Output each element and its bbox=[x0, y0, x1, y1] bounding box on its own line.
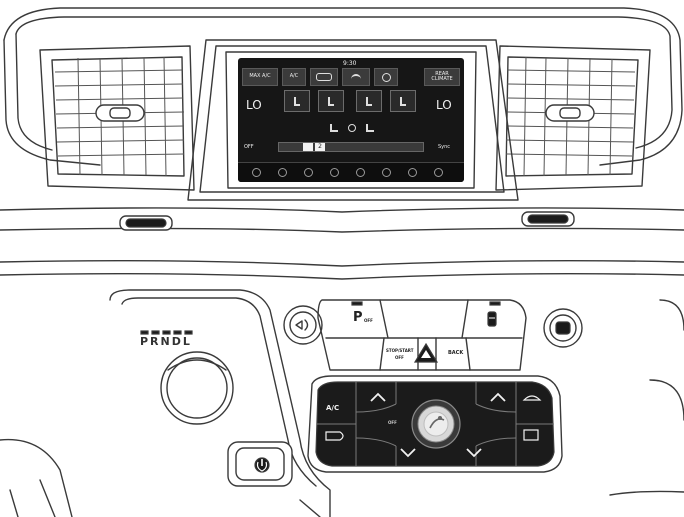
fan-speed-bar[interactable]: 2 bbox=[278, 142, 424, 152]
left-dash-switch[interactable] bbox=[119, 215, 173, 231]
airflow-mode-panel[interactable] bbox=[284, 90, 310, 112]
right-air-vent[interactable] bbox=[495, 45, 651, 191]
climate-control-panel bbox=[307, 375, 563, 473]
left-air-vent[interactable] bbox=[39, 45, 195, 191]
seat-heat-icon[interactable] bbox=[330, 124, 338, 132]
bottom-dock bbox=[238, 162, 464, 182]
media-icon[interactable] bbox=[278, 168, 287, 177]
ac-button[interactable]: A/C bbox=[326, 404, 340, 412]
climate-off-button[interactable]: OFF bbox=[244, 144, 254, 150]
engine-start-button[interactable] bbox=[227, 441, 293, 487]
recirculation-icon bbox=[316, 73, 332, 81]
ac-button[interactable]: A/C bbox=[282, 68, 306, 86]
esc-off-button[interactable] bbox=[487, 311, 497, 327]
seat-icon bbox=[400, 97, 406, 106]
settings-icon[interactable] bbox=[434, 168, 443, 177]
climate-off-label[interactable]: OFF bbox=[388, 420, 397, 425]
hazard-button[interactable] bbox=[413, 342, 439, 363]
volume-knob[interactable] bbox=[283, 305, 323, 345]
rear-defrost-button[interactable]: BACK bbox=[448, 350, 464, 356]
infotainment-touchscreen[interactable]: 9:30 MAX A/C A/C REAR CLIMATE LO LO OFF … bbox=[238, 58, 464, 182]
gear-indicator-leds bbox=[140, 330, 193, 335]
seat-icon bbox=[366, 97, 372, 106]
tuner-knob[interactable] bbox=[543, 308, 583, 348]
fan-speed-display: 2 bbox=[315, 143, 325, 151]
rear-button[interactable] bbox=[374, 68, 398, 86]
airflow-mode-floor[interactable] bbox=[318, 90, 344, 112]
fan-icon bbox=[348, 124, 356, 132]
phone-icon[interactable] bbox=[382, 168, 391, 177]
rear-climate-button[interactable]: REAR CLIMATE bbox=[424, 68, 460, 86]
nav-icon[interactable] bbox=[356, 168, 365, 177]
seat-vent-icon[interactable] bbox=[366, 124, 374, 132]
switch-bank bbox=[317, 299, 527, 371]
controls-icon[interactable] bbox=[330, 168, 339, 177]
airflow-mode-mix[interactable] bbox=[390, 90, 416, 112]
apps-icon[interactable] bbox=[408, 168, 417, 177]
sync-button[interactable]: Sync bbox=[438, 144, 451, 150]
park-assist-sub: OFF bbox=[364, 318, 373, 323]
seat-icon bbox=[294, 97, 300, 106]
park-assist-button[interactable]: P bbox=[353, 310, 363, 325]
clock: 9:30 bbox=[343, 60, 357, 67]
max-ac-button[interactable]: MAX A/C bbox=[242, 68, 278, 86]
fan-speed-segment bbox=[303, 143, 313, 151]
recirculation-button[interactable] bbox=[310, 68, 338, 86]
stop-start-sub: OFF bbox=[395, 355, 404, 360]
front-defrost-button[interactable] bbox=[342, 68, 370, 86]
gear-selector-knob[interactable] bbox=[160, 351, 234, 425]
climate-icon[interactable] bbox=[304, 168, 313, 177]
front-defrost-icon bbox=[351, 73, 361, 81]
radio-icon[interactable] bbox=[252, 168, 261, 177]
seat-icon bbox=[328, 97, 334, 106]
right-dash-switch[interactable] bbox=[521, 211, 575, 227]
stop-start-button[interactable]: STOP/START bbox=[386, 348, 414, 353]
gear-indicator-label: PRNDL bbox=[140, 335, 192, 348]
rear-climate-icon bbox=[381, 72, 391, 82]
airflow-mode-bilevel[interactable] bbox=[356, 90, 382, 112]
passenger-temp[interactable]: LO bbox=[436, 98, 452, 112]
driver-temp[interactable]: LO bbox=[246, 98, 262, 112]
